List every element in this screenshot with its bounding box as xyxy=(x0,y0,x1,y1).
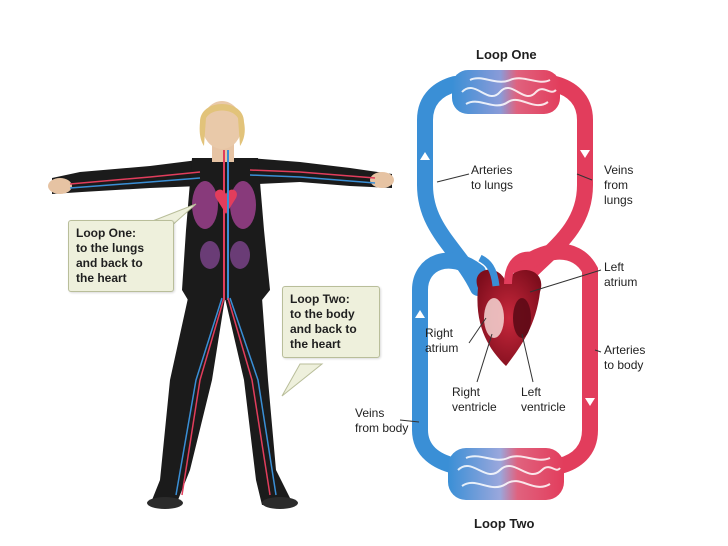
aorta xyxy=(504,251,533,285)
left-ventricle-chamber xyxy=(513,298,531,338)
right-hand xyxy=(370,172,394,188)
veins-from-body-label: Veins from body xyxy=(355,406,409,435)
arteries-to-body-vessel xyxy=(512,243,598,474)
right-ventricle-chamber xyxy=(484,298,504,338)
right-leg xyxy=(225,298,292,505)
pulmonary-artery xyxy=(478,254,500,287)
torso xyxy=(182,158,270,300)
arteries-to-body-label: Arteries to body xyxy=(604,343,646,372)
right-ventricle-label: Right ventricle xyxy=(452,385,497,414)
head xyxy=(202,101,242,149)
loop-one-callout: Loop One: to the lungs and back to the h… xyxy=(68,220,174,292)
left-leg xyxy=(150,298,225,505)
loop-two-pointer xyxy=(281,363,324,397)
human-figure xyxy=(48,101,394,509)
left-foot xyxy=(147,497,183,509)
loop-two-title: Loop Two xyxy=(474,516,535,531)
loop-one-title: Loop One xyxy=(476,47,537,62)
lung-capillaries xyxy=(452,70,560,114)
left-ventricle-label: Left ventricle xyxy=(521,385,566,414)
body-heart xyxy=(215,189,237,214)
arteries-to-lungs-label: Arteries to lungs xyxy=(471,163,514,192)
left-atrium-label: Left atrium xyxy=(604,260,638,289)
heart xyxy=(476,269,542,366)
circulation-loops xyxy=(412,70,598,500)
right-lung xyxy=(230,181,256,229)
right-foot xyxy=(262,497,298,509)
loop-two-callout: Loop Two: to the body and back to the he… xyxy=(282,286,380,358)
right-atrium-label: Right atrium xyxy=(425,326,459,355)
body-capillaries xyxy=(448,448,564,500)
left-lung xyxy=(192,181,218,229)
left-hand xyxy=(48,178,72,194)
hair xyxy=(199,104,245,146)
veins-from-lungs-label: Veins from lungs xyxy=(604,163,634,207)
veins-from-body-vessel xyxy=(412,252,486,474)
